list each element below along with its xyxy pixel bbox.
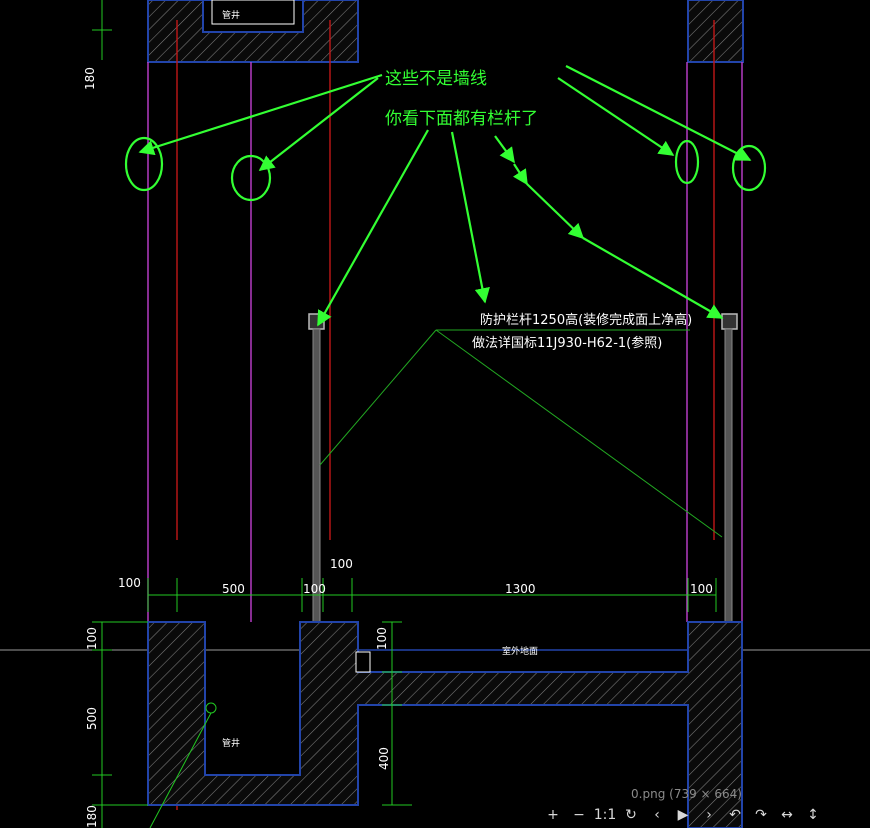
annotation-circles [124,136,767,202]
annotation-arrows [138,65,752,327]
rotate-right-button[interactable]: ↷ [755,807,767,823]
rotate-left-button[interactable]: ↶ [729,807,741,823]
slope-lines [319,329,723,538]
top-wall-left: 管井 [147,0,359,63]
railing-right [721,313,738,630]
left-dim-bottom [92,621,148,828]
top-wall-right [687,0,744,63]
next-button[interactable]: › [706,807,712,823]
inner-dim-bottom [382,621,412,806]
annotation-line-1: 这些不是墙线 [385,69,487,89]
vdim-100-right: 100 [375,627,389,650]
railing-note-1: 防护栏杆1250高(装修完成面上净高) [480,312,692,328]
dim-100-left: 100 [118,576,141,590]
refresh-button[interactable]: ↻ [625,807,637,823]
previous-button[interactable]: ‹ [654,807,660,823]
zoom-out-button[interactable]: − [573,807,585,823]
railing-note-2: 做法详国标11J930-H62-1(参照) [472,335,662,351]
viewer-toolbar: +−1:1 ↻ ‹ ▶ › ↶ ↷ ↔ ↕ [540,804,826,826]
vdim-100: 100 [85,627,99,650]
dim-1300: 1300 [505,582,536,596]
dim-500: 500 [222,582,245,596]
dimension-line [147,578,717,612]
shaft-label-top: 管井 [222,9,240,21]
dim-100-c: 100 [690,582,713,596]
flip-vertical-button[interactable]: ↕ [807,807,819,823]
dim-100-a: 100 [303,582,326,596]
image-caption: 0.png (739 × 664) [631,787,742,801]
bottom-wall [147,621,743,828]
flip-horizontal-button[interactable]: ↔ [781,807,793,823]
vdim-400: 400 [377,747,391,770]
detail-circle [205,702,217,714]
actual-size-button[interactable]: 1:1 [593,807,617,823]
annotation-line-2: 你看下面都有栏杆了 [385,109,538,129]
floor-label: 室外地面 [502,645,538,657]
play-button[interactable]: ▶ [677,807,689,823]
vdim-180-bottom: 180 [85,805,99,828]
vdim-500: 500 [85,707,99,730]
dim-100-top: 100 [330,557,353,571]
zoom-in-button[interactable]: + [547,807,559,823]
vdim-180-top: 180 [83,67,97,90]
shaft-label-bottom: 管井 [222,737,240,749]
